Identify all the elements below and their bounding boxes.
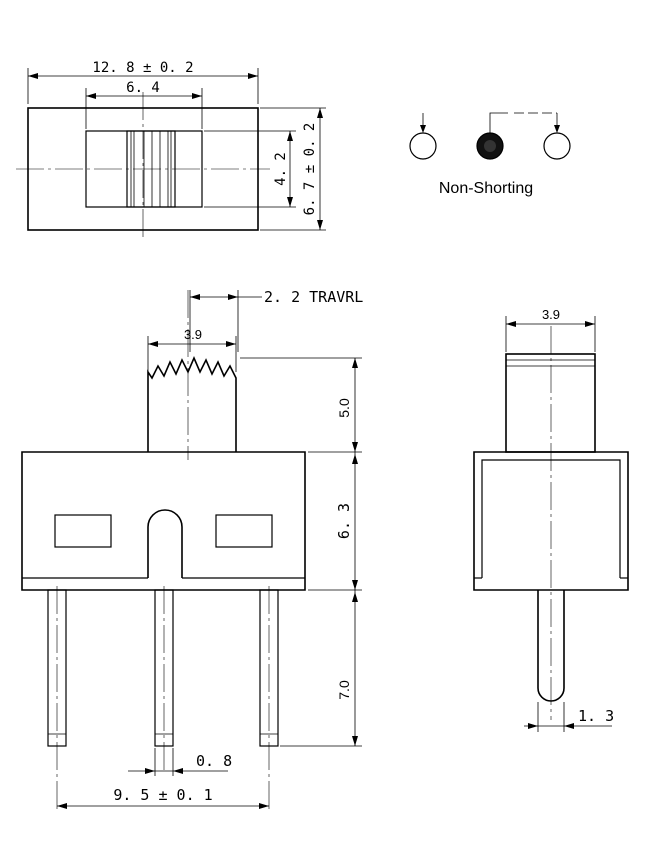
contact-schematic: Non-Shorting: [409, 112, 571, 197]
dim-side-actuator-width: 3.9: [542, 307, 560, 322]
side-body: [473, 451, 629, 591]
dim-travel: 2. 2 TRAVRL: [264, 288, 363, 306]
dim-body-height: 6. 3: [335, 503, 353, 539]
side-actuator: [505, 353, 596, 453]
front-view: 2. 2 TRAVRL 3.9 5.0 6. 3 7.0 0. 8: [21, 288, 363, 812]
front-window-left: [54, 514, 112, 548]
dim-slot-width: 6. 4: [126, 80, 160, 96]
dim-overall-width: 12. 8 ± 0. 2: [92, 60, 193, 76]
dim-pin-pitch: 9. 5 ± 0. 1: [113, 786, 212, 804]
side-pin: [537, 590, 565, 702]
side-view: 3.9 1. 3: [473, 307, 629, 732]
front-center-notch: [147, 509, 183, 578]
dim-slot-height: 4. 2: [273, 152, 289, 186]
terminal-right: [543, 132, 571, 160]
switch-lever: [489, 112, 508, 133]
front-actuator: [147, 355, 237, 452]
dim-pin-length: 7.0: [336, 680, 352, 700]
front-body: [21, 451, 306, 591]
dim-actuator-width: 3.9: [184, 327, 202, 342]
terminal-left: [409, 132, 437, 160]
schematic-label: Non-Shorting: [439, 180, 533, 197]
dim-side-pin-width: 1. 3: [578, 707, 614, 725]
dim-overall-height: 6. 7 ± 0. 2: [302, 123, 318, 216]
front-window-right: [215, 514, 273, 548]
dim-actuator-height: 5.0: [336, 398, 352, 418]
top-view: 12. 8 ± 0. 2 6. 4 4. 2 6. 7 ± 0. 2: [16, 60, 326, 240]
front-pins: [47, 586, 279, 812]
dim-pin-width: 0. 8: [196, 752, 232, 770]
